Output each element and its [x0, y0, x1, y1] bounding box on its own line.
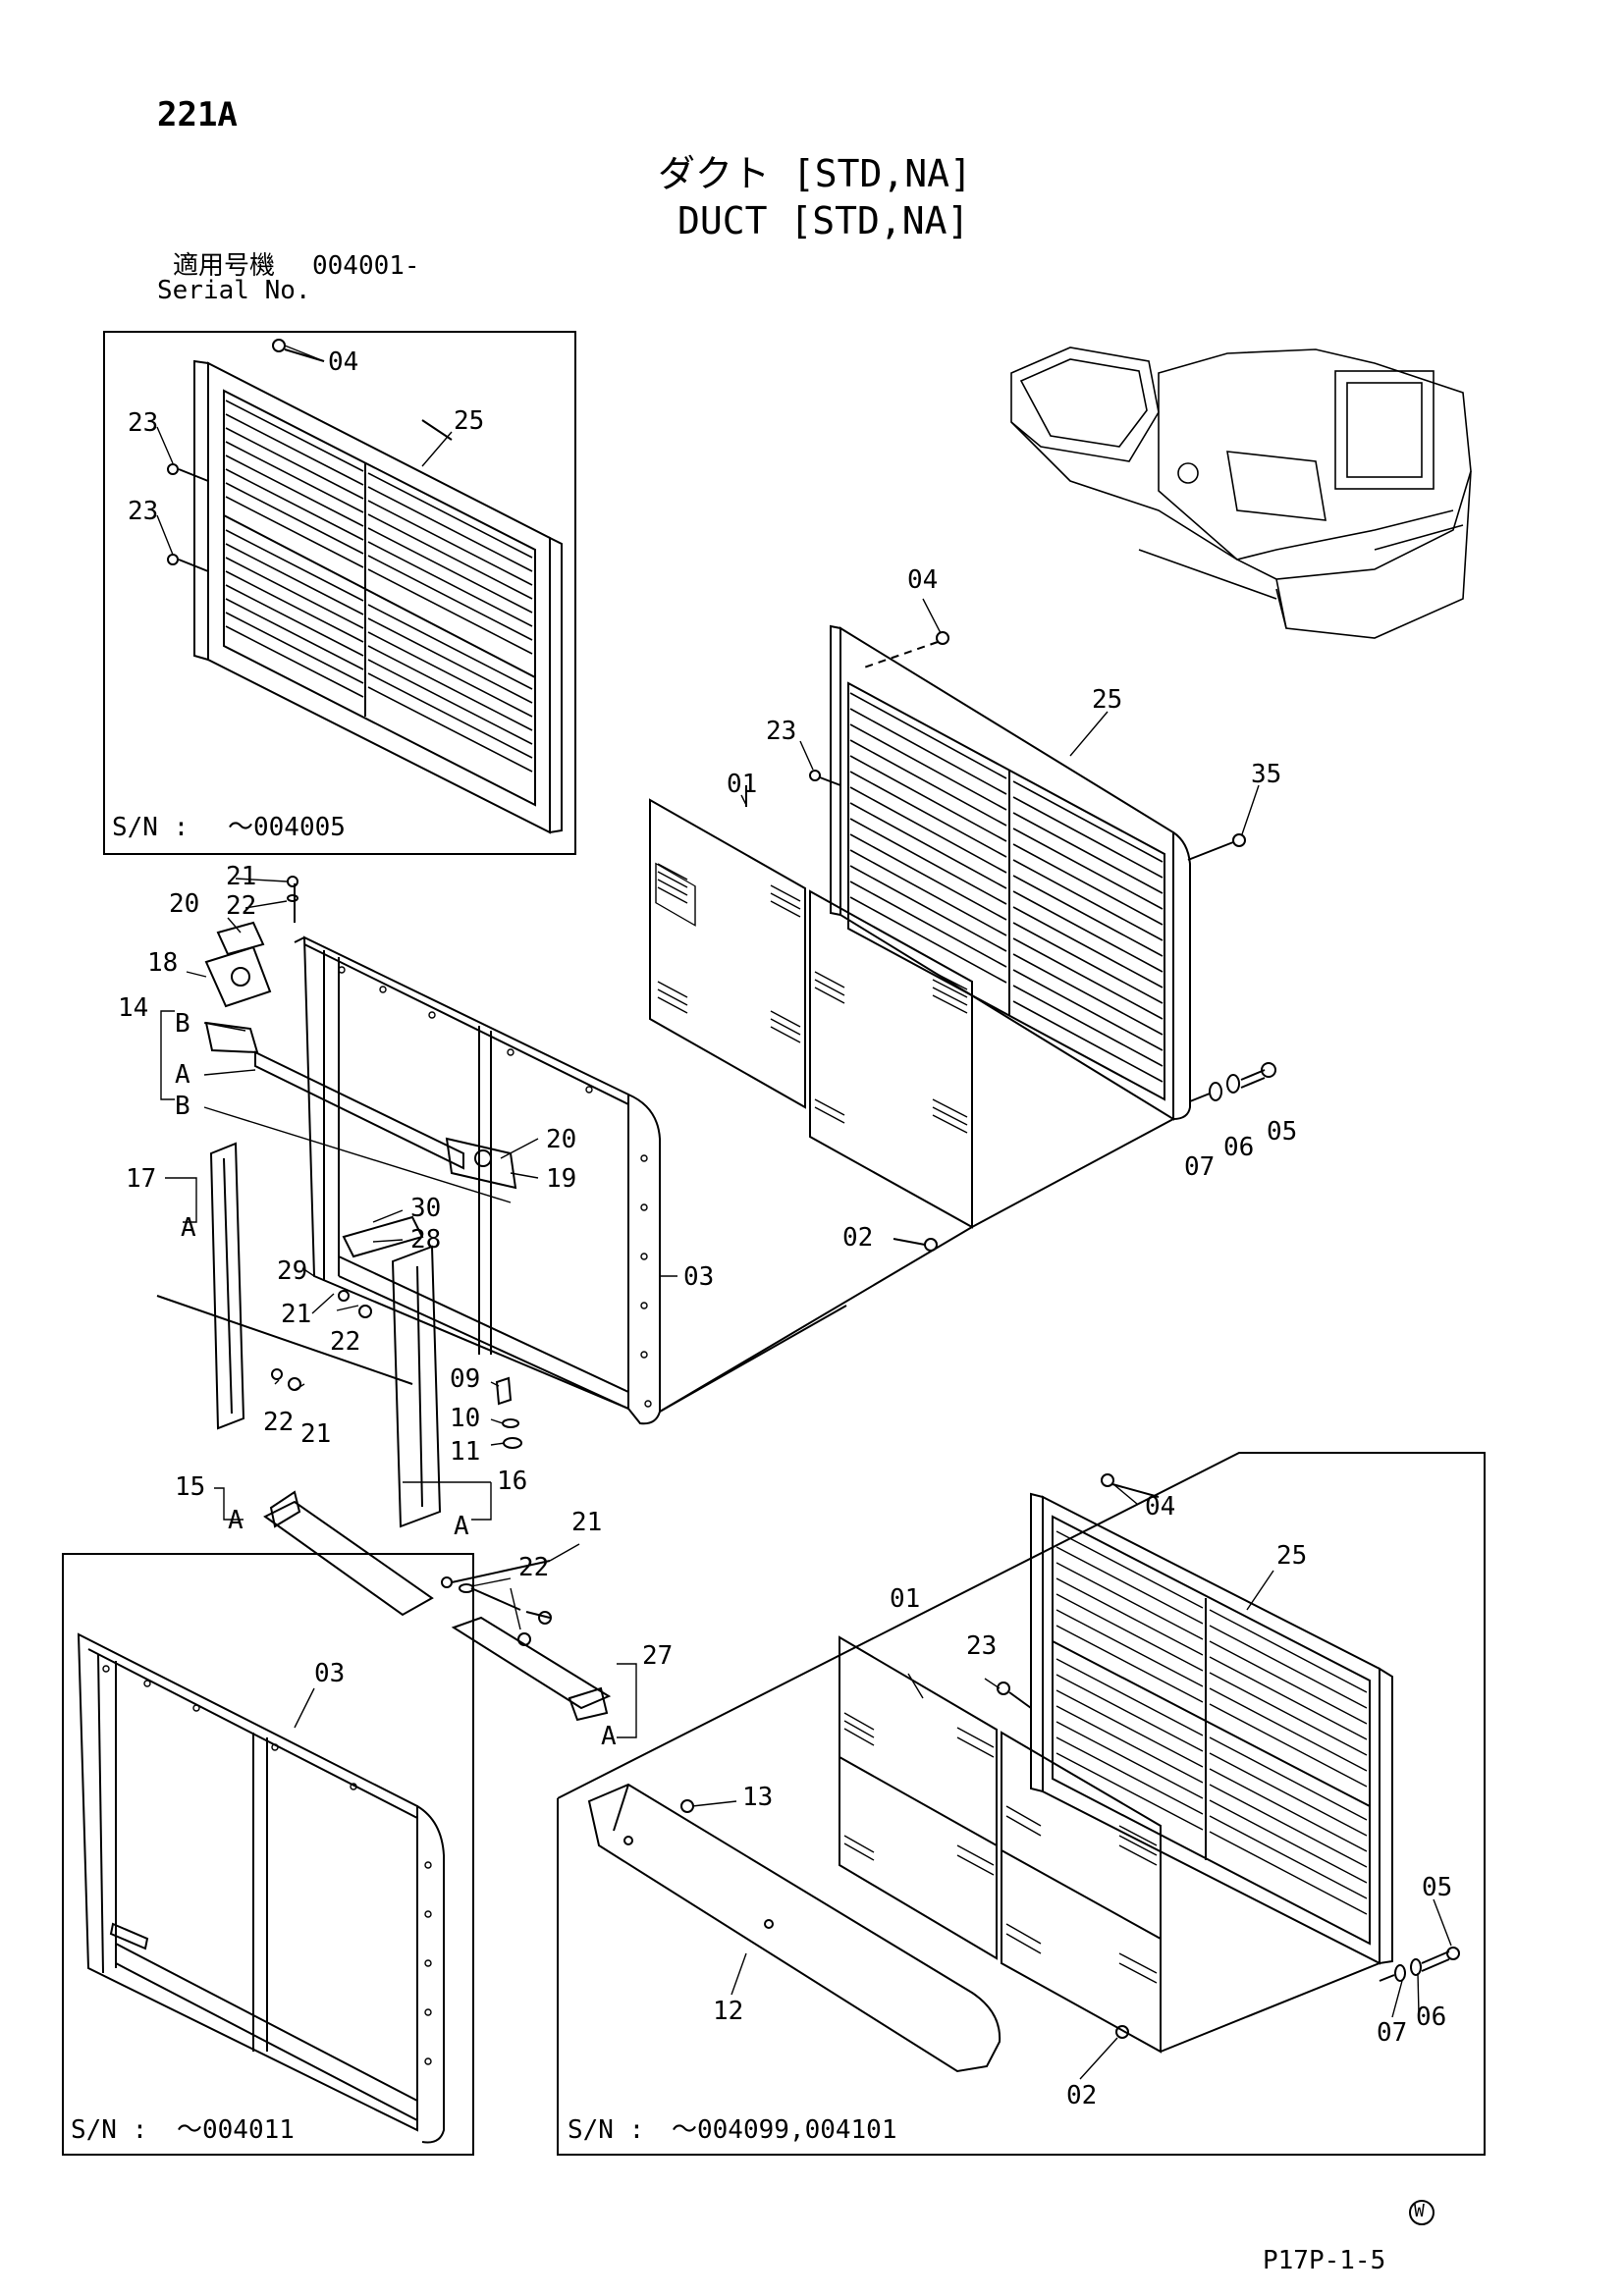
- inset-bottom-left-frame: [62, 1553, 474, 2156]
- callout-label: 20: [546, 1125, 577, 1154]
- callout-label: 06: [1223, 1133, 1255, 1162]
- inset-bottom-right-sn-label: S/N :: [568, 2115, 645, 2145]
- cover-12: [587, 1783, 1001, 2073]
- leader-lines: [156, 345, 1452, 2080]
- callout-label: 05: [1267, 1117, 1298, 1147]
- title-english: DUCT [STD,NA]: [677, 199, 970, 242]
- callout-label: 25: [454, 406, 485, 436]
- callout-label: 35: [1251, 760, 1282, 789]
- callout-label: 23: [128, 408, 159, 438]
- callout-label: 21: [281, 1300, 312, 1329]
- callout-label: A: [454, 1512, 469, 1541]
- callout-label: 04: [907, 565, 939, 595]
- callout-label: 06: [1416, 2002, 1447, 2032]
- excavator-overview: [1010, 347, 1472, 639]
- callout-label: 15: [175, 1472, 206, 1502]
- callout-label: A: [175, 1060, 190, 1090]
- callout-label: 29: [277, 1256, 308, 1286]
- callout-label: B: [175, 1092, 190, 1121]
- inset-bottom-left-sn-label: S/N :: [71, 2115, 148, 2145]
- callout-label: 22: [226, 891, 257, 921]
- callout-label: 21: [571, 1508, 603, 1537]
- callout-label: B: [175, 1009, 190, 1039]
- grille-panel-main: [809, 624, 1246, 1121]
- callout-label: 14: [118, 993, 149, 1023]
- callout-label: 21: [300, 1419, 332, 1449]
- bolt-set-05-06-07: [1189, 1062, 1276, 1102]
- callout-label: 09: [450, 1364, 481, 1394]
- callout-label: 23: [966, 1631, 998, 1661]
- w-mark: W: [1414, 2201, 1425, 2221]
- inset-top-sn-value: ～004005: [228, 813, 346, 842]
- page-code: 221A: [157, 95, 238, 134]
- rail-15: [263, 1490, 552, 1646]
- callout-label: 04: [328, 347, 359, 377]
- callout-label: A: [228, 1506, 244, 1535]
- grille-panel-inset-bottom: [1030, 1473, 1393, 1965]
- callout-label: 07: [1377, 2018, 1408, 2048]
- callout-label: 23: [128, 497, 159, 526]
- callout-label: 13: [742, 1783, 774, 1812]
- grille-panel-inset-top: [167, 339, 563, 834]
- callout-label: 04: [1145, 1492, 1176, 1522]
- post-16: [338, 1215, 522, 1528]
- callout-label: 07: [1184, 1152, 1216, 1182]
- title-japanese: ダクト [STD,NA]: [658, 152, 972, 195]
- callout-label: A: [601, 1722, 617, 1751]
- callout-label: 02: [1066, 2081, 1098, 2110]
- callout-label: 21: [226, 862, 257, 891]
- callout-label: 01: [890, 1584, 921, 1614]
- callout-label: 25: [1276, 1541, 1308, 1571]
- serial-value: 004001-: [312, 251, 420, 281]
- callout-label: 22: [263, 1408, 295, 1437]
- callout-label: 23: [766, 717, 797, 746]
- serial-label-ja: 適用号機: [173, 251, 276, 281]
- inset-top-frame: [103, 331, 576, 855]
- bracket-18-20: [204, 876, 298, 1008]
- callout-label: 19: [546, 1164, 577, 1194]
- callout-label: 22: [330, 1327, 361, 1357]
- inset-top-sn-label: S/N :: [112, 813, 189, 842]
- serial-label-en: Serial No.: [157, 276, 311, 305]
- callout-label: 20: [169, 889, 200, 919]
- post-17: [156, 1142, 413, 1430]
- screen-panel-main: [649, 785, 1174, 1252]
- inset-bottom-right-sn-value: ～004099,004101: [672, 2115, 897, 2145]
- bolt-set-inset-bottom: [1379, 1947, 1460, 1982]
- callout-label: 30: [410, 1194, 442, 1223]
- callout-label: A: [181, 1213, 196, 1243]
- callout-label: 16: [497, 1467, 528, 1496]
- inset-bottom-left-sn-value: ～004011: [177, 2115, 295, 2145]
- callout-label: 27: [642, 1641, 674, 1671]
- callout-label: 22: [518, 1553, 550, 1582]
- callout-label: 18: [147, 948, 179, 978]
- callout-label: 11: [450, 1437, 481, 1467]
- callout-label: 12: [713, 1997, 744, 2026]
- callout-label: 03: [314, 1659, 346, 1688]
- callout-label: 02: [842, 1223, 874, 1253]
- callout-label: 01: [727, 770, 758, 799]
- rail-27: [451, 1616, 612, 1722]
- screen-panel-inset-bottom: [839, 1635, 1380, 2054]
- callout-label: 05: [1422, 1873, 1453, 1902]
- duct-frame-main: [294, 935, 973, 1425]
- callout-label: 10: [450, 1404, 481, 1433]
- callout-label: 03: [683, 1262, 715, 1292]
- callout-label: 28: [410, 1225, 442, 1255]
- inset-bottom-right-frame: [557, 1452, 1486, 2156]
- callout-label: 25: [1092, 685, 1123, 715]
- page-reference: P17P-1-5: [1263, 2246, 1386, 2275]
- w-mark-circle: [1409, 2200, 1435, 2225]
- duct-frame-inset: [77, 1632, 445, 2144]
- callout-label: 17: [126, 1164, 157, 1194]
- cross-beam-14: [204, 1021, 517, 1190]
